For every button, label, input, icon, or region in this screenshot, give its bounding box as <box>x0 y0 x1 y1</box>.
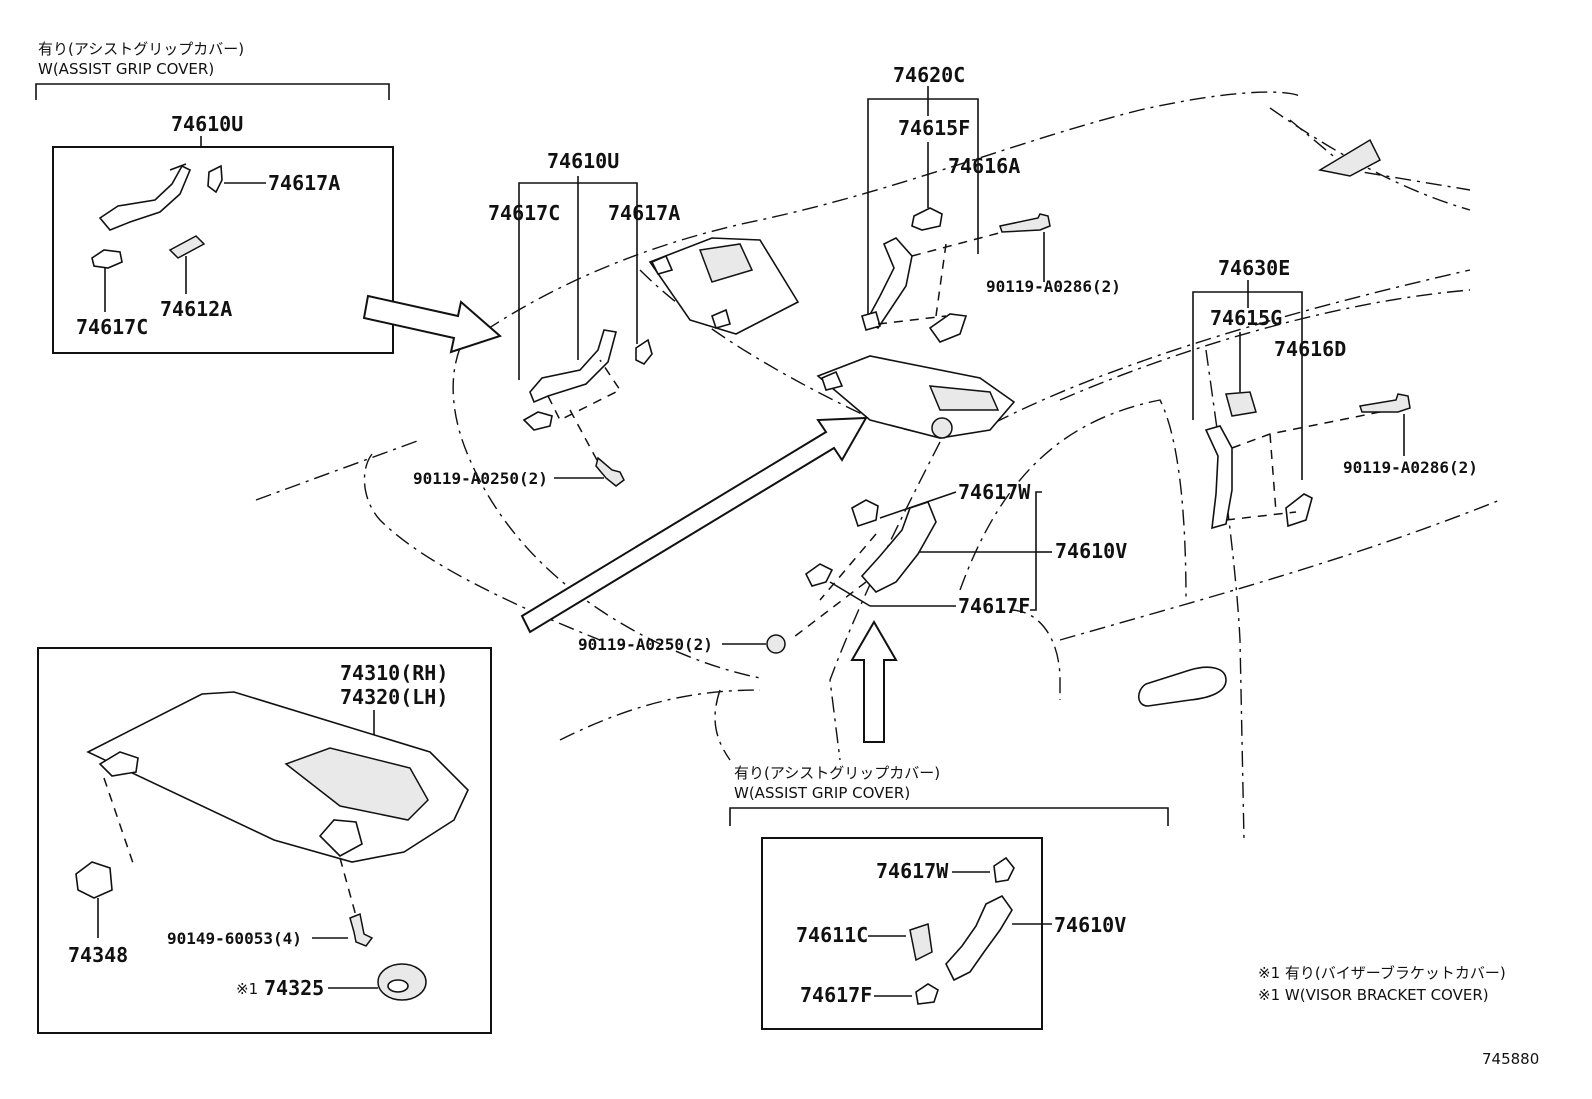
rear-bolt-part <box>999 213 1051 233</box>
visor-lh-label: 74320(LH) <box>340 685 448 709</box>
rear-cover-a-label: 74616A <box>948 154 1020 178</box>
body-line-outline <box>1059 499 1501 641</box>
rear-grip-dash <box>877 227 1019 325</box>
rear-cover-a-part <box>928 313 968 343</box>
grip-3rd-dash <box>1225 407 1401 521</box>
windshield-outline <box>452 347 761 679</box>
arrow-visor <box>520 416 868 634</box>
pillar-screw-part <box>766 634 786 654</box>
front-cover-a-label: 74617A <box>608 201 680 225</box>
rear-roof-outline <box>1269 107 1471 211</box>
header-bottom-bracket <box>729 807 1169 826</box>
visor-holder-dash <box>103 777 135 867</box>
front-grip-label: 74610U <box>547 149 619 173</box>
door-handle <box>1137 666 1227 707</box>
front-cover-c-part <box>522 411 553 431</box>
visor-holder-part <box>75 861 113 899</box>
visor-holder-label: 74348 <box>68 943 128 967</box>
box2-main-label: 74610V <box>1054 913 1126 937</box>
front-cover-c-label: 74617C <box>488 201 560 225</box>
pillar-cover-f-part <box>804 563 834 587</box>
front-screw-label: 90119-A0250(2) <box>413 469 548 488</box>
note-line2: ※1 W(VISOR BRACKET COVER) <box>1258 986 1489 1004</box>
box2-cover-w-part <box>993 856 1015 883</box>
rear-grip-part <box>864 237 913 330</box>
visor-cover-label: 74325 <box>264 976 324 1000</box>
door-outline <box>959 399 1187 601</box>
box1-cover-c-part <box>91 249 123 269</box>
header-top-jp: 有り(アシストグリップカバー) <box>38 40 244 58</box>
header-top-en: W(ASSIST GRIP COVER) <box>38 60 214 78</box>
grip-3rd-bolt-part <box>1359 393 1411 413</box>
box1-inner-label: 74612A <box>160 297 232 321</box>
visor-mirror <box>284 747 429 821</box>
dash-outline <box>255 439 421 501</box>
box1-cover-a-label: 74617A <box>268 171 340 195</box>
visor-cover-mark: ※1 <box>236 980 258 998</box>
pillar-grip-part <box>860 501 937 593</box>
grip-3rd-cover-d-label: 74616D <box>1274 337 1346 361</box>
scene-visor-lower <box>816 355 1016 439</box>
box2-inner-label: 74611C <box>796 923 868 947</box>
visor-screw-label: 90149-60053(4) <box>167 929 302 948</box>
note-line1: ※1 有り(バイザーブラケットカバー) <box>1258 964 1506 982</box>
visor-rh-label: 74310(RH) <box>340 661 448 685</box>
grip-3rd-cover-d-part <box>1285 493 1313 528</box>
grip-3rd-grip-part <box>1204 425 1233 530</box>
grip-3rd-set-label: 74630E <box>1218 256 1290 280</box>
visor-clip <box>98 751 139 777</box>
header-bottom-jp: 有り(アシストグリップカバー) <box>734 764 940 782</box>
visor-body <box>86 691 469 863</box>
box2-cover-f-part <box>915 983 939 1005</box>
bpillar-outline <box>1205 349 1245 841</box>
pillar-cover-w-part <box>851 499 879 528</box>
box-assist-grip-u <box>52 146 394 354</box>
figure-number: 745880 <box>1482 1050 1539 1068</box>
visor-pivot <box>318 819 363 857</box>
pillar-cover-f-label: 74617F <box>958 594 1030 618</box>
front-screw-part <box>595 456 625 487</box>
arrow-pillar <box>850 620 898 743</box>
scene-visor-pivot <box>931 417 953 439</box>
roof-antenna <box>1317 138 1381 177</box>
grip-3rd-cover-g-part <box>1225 391 1257 417</box>
rear-grip-set-label: 74620C <box>893 63 965 87</box>
scene-visor-upper <box>648 237 800 335</box>
box-sun-visor <box>37 647 492 1034</box>
pillar-cover-w-label: 74617W <box>958 480 1031 504</box>
box2-cover-w-label: 74617W <box>876 859 949 883</box>
arrow-front-grip <box>362 294 502 354</box>
front-grip-part <box>529 329 617 404</box>
box1-cover-c-label: 74617C <box>76 315 148 339</box>
header-bottom-en: W(ASSIST GRIP COVER) <box>734 784 910 802</box>
box2-cover-f-label: 74617F <box>800 983 872 1007</box>
roofrail-outline <box>1059 289 1471 401</box>
visor-screw-part <box>349 912 374 947</box>
box1-grip-part <box>98 164 192 231</box>
box2-grip-part <box>945 894 1013 982</box>
box2-inner-part <box>909 923 933 962</box>
roof-outline <box>459 91 1301 349</box>
rear-bolt-label: 90119-A0286(2) <box>986 277 1121 296</box>
fender-outline <box>559 689 761 761</box>
box1-cover-a-part <box>207 164 223 194</box>
pillar-screw-label: 90119-A0250(2) <box>578 635 713 654</box>
visor-screw-dash <box>339 857 357 917</box>
mirror-outline <box>1009 609 1061 700</box>
rear-cover-f-part <box>911 207 943 231</box>
grip-3rd-bolt-label: 90119-A0286(2) <box>1343 458 1478 477</box>
box1-main-label: 74610U <box>171 112 243 136</box>
front-cover-a-part <box>635 338 653 366</box>
box-assist-grip-v <box>761 837 1043 1030</box>
pillar-grip-label: 74610V <box>1055 539 1127 563</box>
front-grip-dash <box>547 359 622 463</box>
header-top-bracket <box>35 83 390 100</box>
grip-3rd-cover-g-label: 74615G <box>1210 306 1282 330</box>
pillar-grip-dash <box>789 533 877 641</box>
rear-cover-f-label: 74615F <box>898 116 970 140</box>
box1-inner-part <box>168 235 206 259</box>
